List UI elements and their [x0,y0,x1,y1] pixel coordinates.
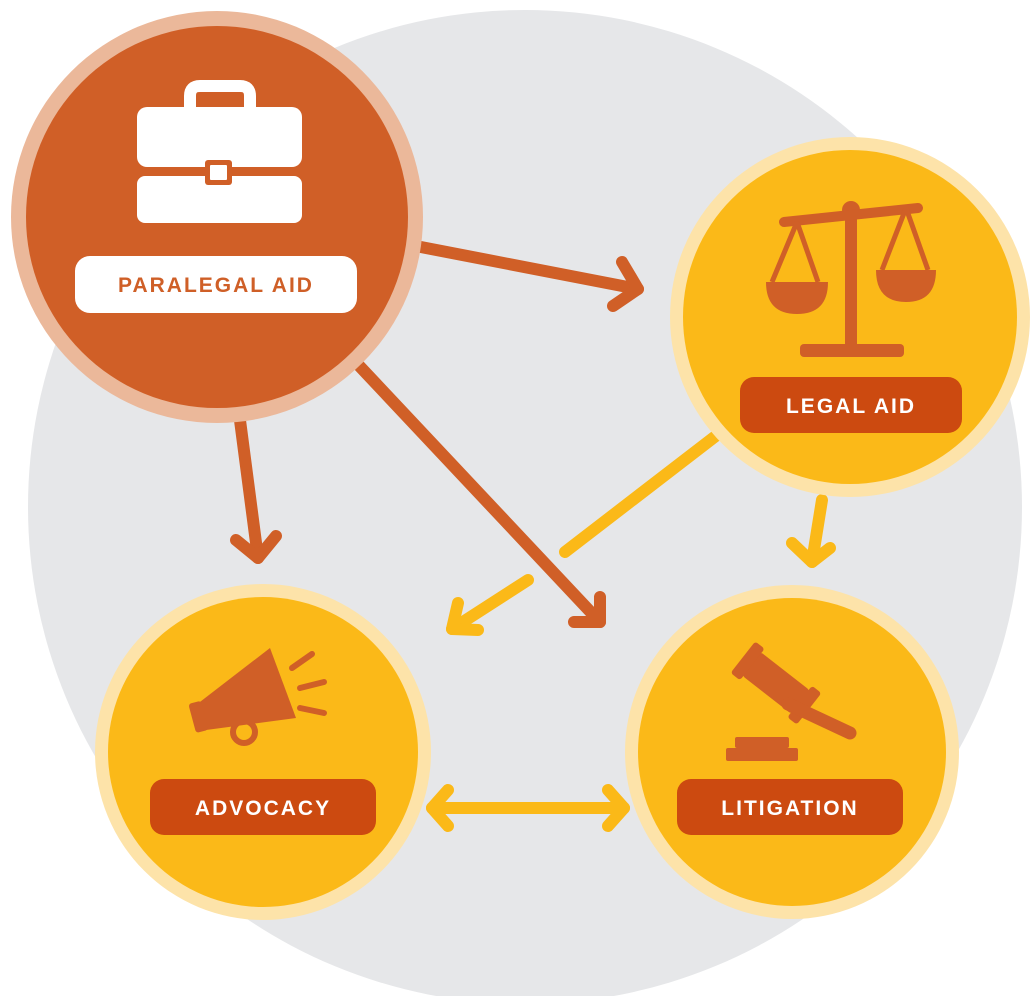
arrow-paralegal-to-legal-aid [389,236,644,312]
node-legal-aid-label-pill [740,377,962,433]
node-litigation-label: LITIGATION [721,797,858,820]
arrow-legal-aid-to-advocacy [446,419,736,636]
node-litigation-label-pill [677,779,903,835]
node-litigation: LITIGATION [625,585,959,919]
node-paralegal-aid: PARALEGAL AID [11,11,423,423]
briefcase-icon [137,80,302,223]
arrow-legal-aid-to-litigation [786,494,836,568]
node-legal-aid: LEGAL AID [670,137,1030,497]
node-advocacy-label: ADVOCACY [195,797,331,820]
node-advocacy: ADVOCACY [95,584,431,920]
gavel-icon [726,642,857,761]
scales-of-justice-icon [766,201,936,357]
node-advocacy-disc [108,597,418,907]
arrow-paralegal-to-litigation [344,350,606,628]
node-paralegal-aid-label-pill [75,256,357,313]
arrow-advocacy-litigation-bidirectional [426,784,630,832]
megaphone-icon [188,648,327,746]
arrow-paralegal-to-advocacy [230,399,282,564]
node-advocacy-label-pill [150,779,376,835]
node-paralegal-aid-label: PARALEGAL AID [118,274,314,297]
node-legal-aid-label: LEGAL AID [786,395,916,418]
